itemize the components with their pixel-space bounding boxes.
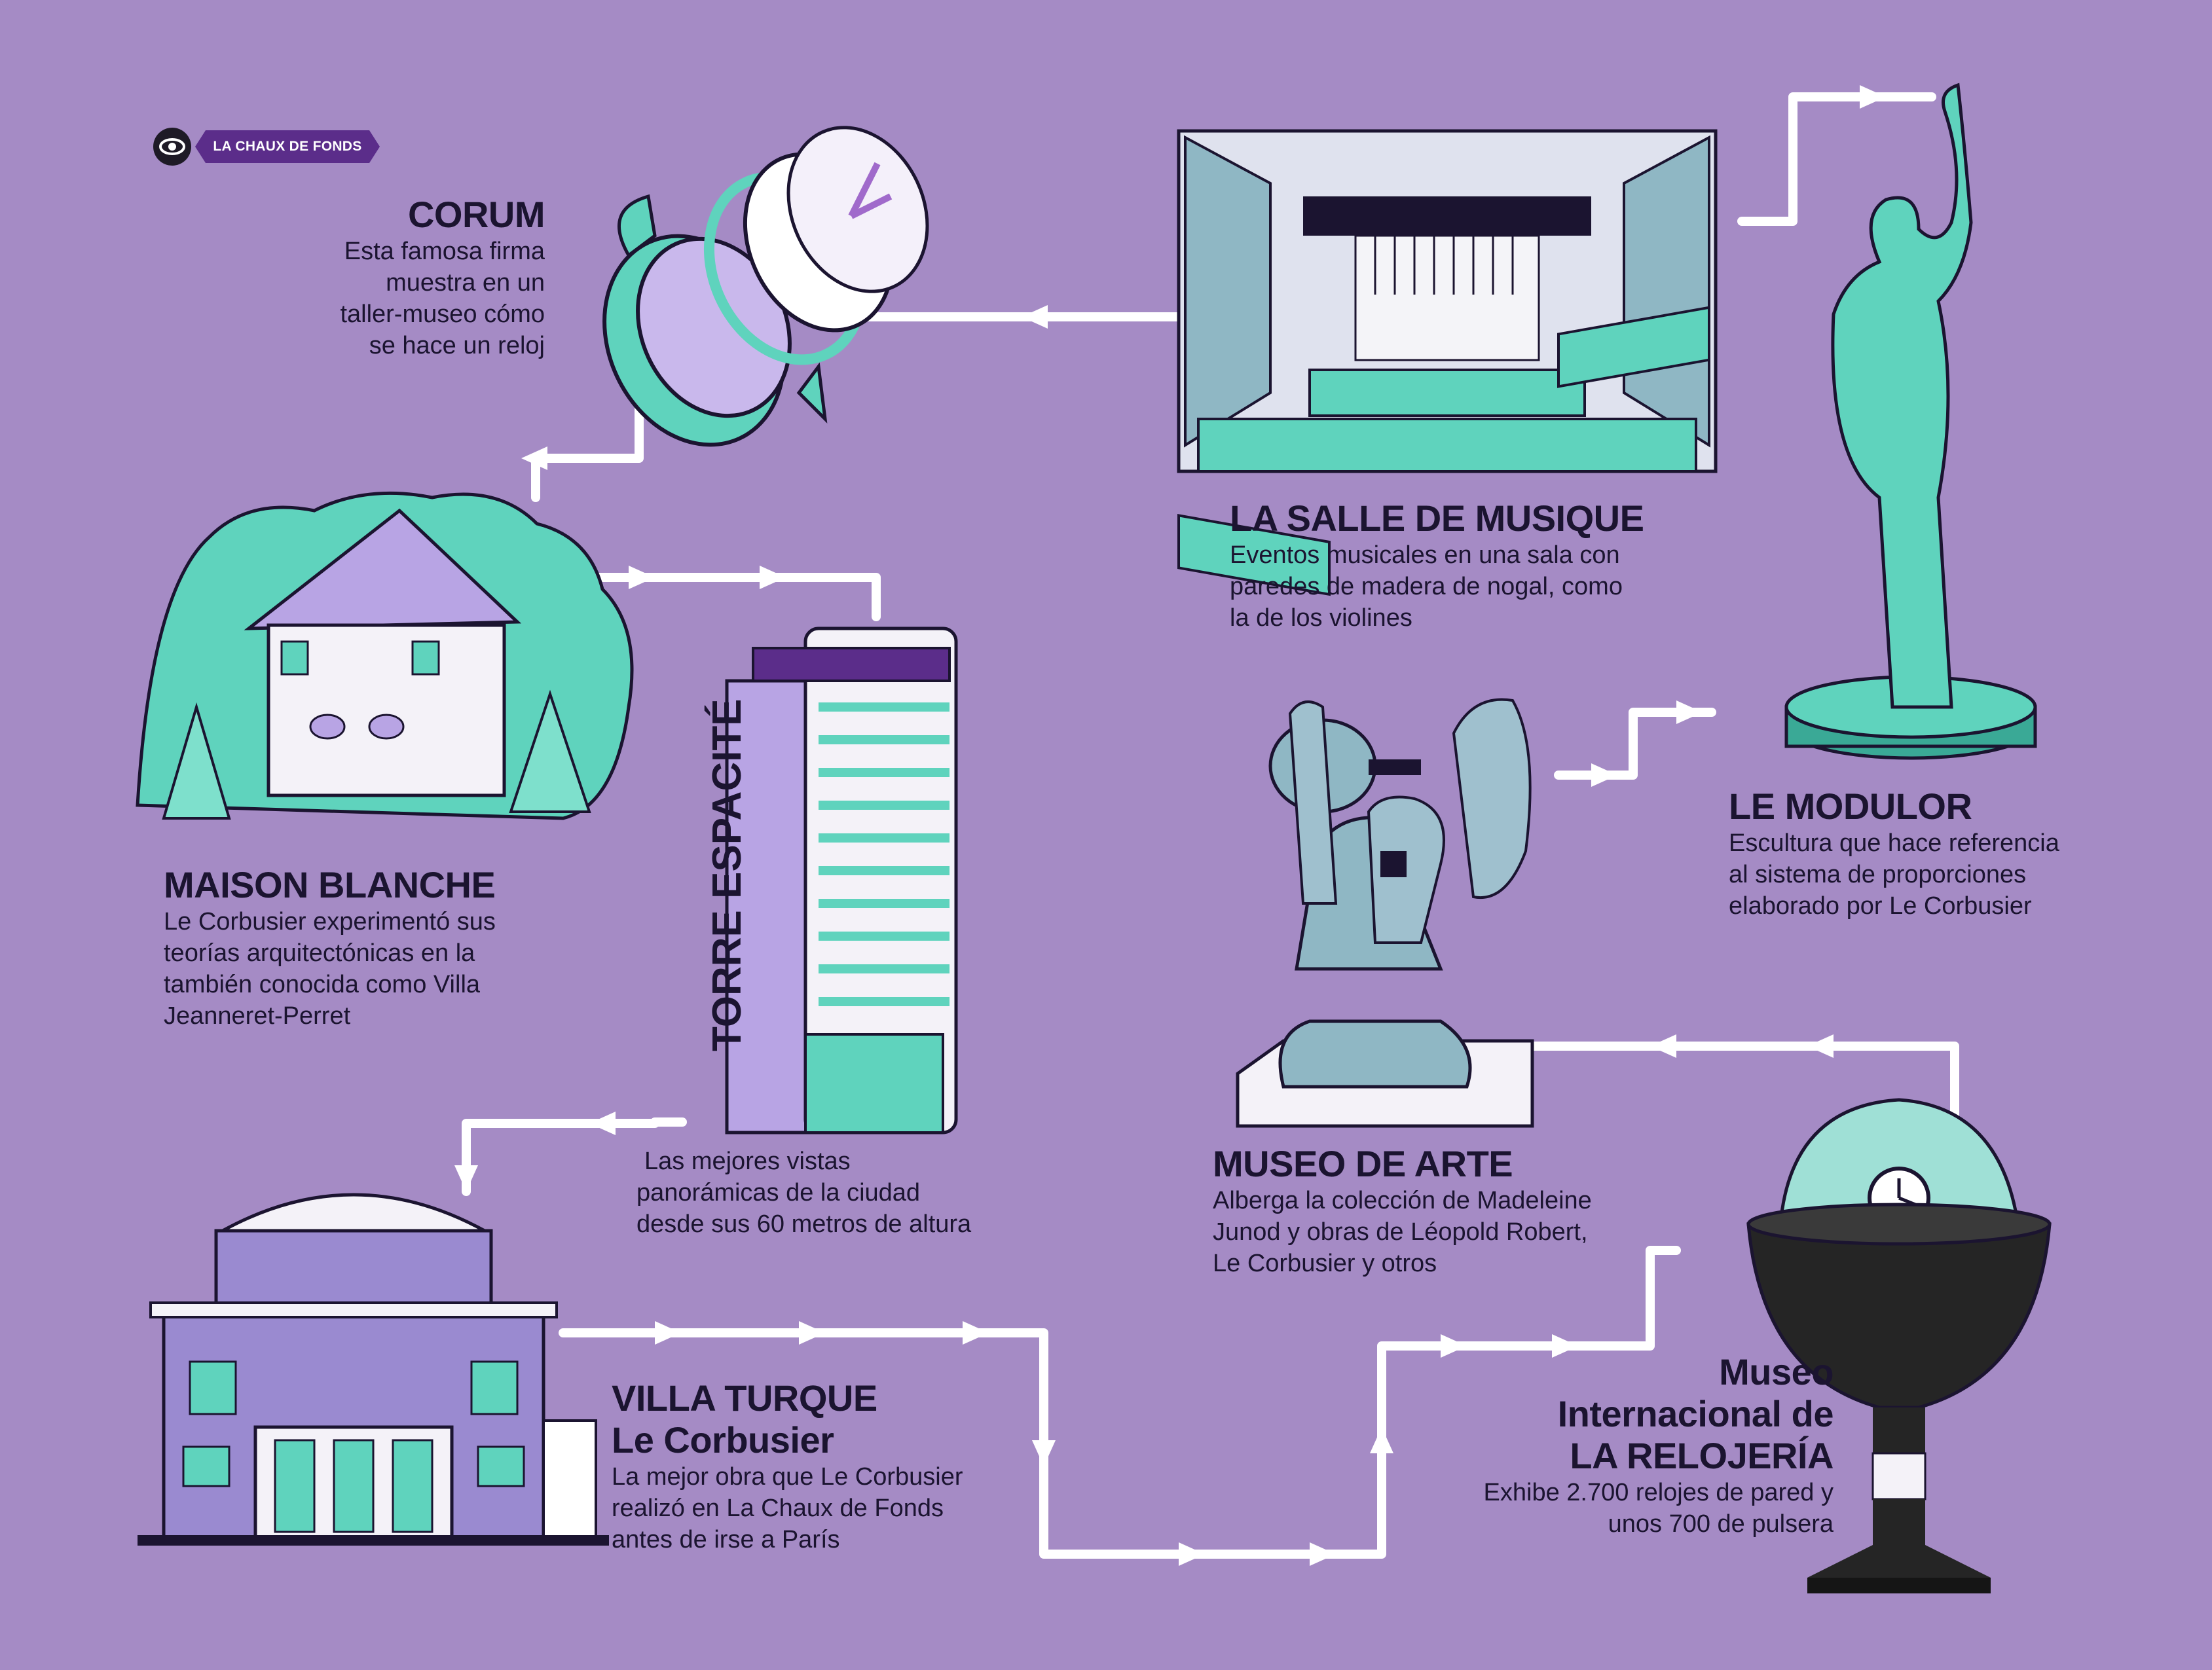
concert-hall-icon <box>1177 129 1718 596</box>
torre-desc-line: Las mejores vistas <box>644 1148 851 1175</box>
modulor-title: LE MODULOR <box>1729 786 1972 827</box>
house-in-trees-icon <box>136 491 634 820</box>
corum-block: CORUM Esta famosa firma muestra en un ta… <box>288 194 545 361</box>
torre-desc-line: panorámicas de la ciudad <box>636 1179 921 1207</box>
location-tag: LA CHAUX DE FONDS <box>195 130 380 163</box>
route-arrow <box>1650 1034 1676 1058</box>
route-arrow <box>1032 1440 1056 1466</box>
route-arrow <box>521 446 547 470</box>
modulor-desc-line: elaborado por Le Corbusier <box>1729 892 2032 920</box>
museo-arte-title: MUSEO DE ARTE <box>1213 1143 1513 1184</box>
torre-block: Las mejores vistas panorámicas de la ciu… <box>636 1146 971 1240</box>
sculpture-icon <box>1236 698 1534 1128</box>
maison-desc-line: también conocida como Villa <box>164 971 481 998</box>
route-arrow <box>1022 305 1048 329</box>
relojeria-desc-line: unos 700 de pulsera <box>1608 1510 1834 1538</box>
torre-title: TORRE ESPACITÉ <box>705 699 750 1051</box>
clock-dome-icon <box>1746 1098 2052 1593</box>
corum-title: CORUM <box>407 194 545 235</box>
maison-desc-line: Le Corbusier experimentó sus <box>164 908 496 935</box>
location-label: LA CHAUX DE FONDS <box>213 139 362 154</box>
modulor-statue-icon <box>1784 82 2037 760</box>
modulor-block: LE MODULOR Escultura que hace referencia… <box>1729 786 2059 922</box>
villa-block: VILLA TURQUE Le Corbusier La mejor obra … <box>612 1377 963 1555</box>
maison-title: MAISON BLANCHE <box>164 864 496 905</box>
route-arrow <box>1591 763 1617 787</box>
relojeria-desc-line: Exhibe 2.700 relojes de pared y <box>1483 1479 1834 1506</box>
route-arrow <box>1441 1334 1467 1358</box>
villa-title: VILLA TURQUE <box>612 1377 877 1419</box>
villa-desc-line: La mejor obra que Le Corbusier <box>612 1463 963 1491</box>
salle-desc-line: Eventos musicales en una sala con <box>1230 541 1620 569</box>
route-arrow <box>799 1321 825 1345</box>
maison-desc-line: Jeanneret-Perret <box>164 1002 351 1030</box>
route-arrow <box>1179 1542 1205 1566</box>
eye-icon <box>153 128 191 166</box>
relojeria-block: Museo Internacional de LA RELOJERÍA Exhi… <box>1428 1351 1834 1540</box>
salle-desc-line: la de los violines <box>1230 604 1412 632</box>
route-arrow <box>1310 1542 1336 1566</box>
corum-desc-line: muestra en un <box>386 269 545 297</box>
location-badge: LA CHAUX DE FONDS <box>153 128 380 166</box>
relojeria-title-line: Internacional de <box>1557 1393 1834 1434</box>
modulor-desc-line: Escultura que hace referencia <box>1729 829 2059 857</box>
museo-arte-desc-line: Le Corbusier y otros <box>1213 1250 1437 1277</box>
tower-icon <box>725 626 958 1135</box>
maison-desc-line: teorías arquitectónicas en la <box>164 939 475 967</box>
villa-desc-line: realizó en La Chaux de Fonds <box>612 1495 944 1522</box>
relojeria-title-line: Museo <box>1719 1351 1834 1392</box>
salle-block: LA SALLE DE MUSIQUE Eventos musicales en… <box>1230 498 1644 634</box>
modulor-desc-line: al sistema de proporciones <box>1729 861 2027 888</box>
relojeria-title-line: LA RELOJERÍA <box>1570 1435 1834 1476</box>
route-arrow <box>1552 1334 1578 1358</box>
salle-title: LA SALLE DE MUSIQUE <box>1230 498 1644 539</box>
villa-subtitle: Le Corbusier <box>612 1419 834 1461</box>
route-arrow <box>1370 1427 1393 1453</box>
route-arrow <box>589 1112 616 1135</box>
route-arrow <box>1860 85 1886 109</box>
torre-desc-line: desde sus 60 metros de altura <box>636 1210 972 1238</box>
maison-block: MAISON BLANCHE Le Corbusier experimentó … <box>164 864 496 1032</box>
route-arrow <box>760 566 786 589</box>
route-arrow <box>454 1165 478 1191</box>
corum-desc-line: taller-museo cómo <box>340 300 545 328</box>
watch-exploded-icon <box>602 126 929 447</box>
route-arrow <box>963 1321 989 1345</box>
museo-arte-desc-line: Alberga la colección de Madeleine <box>1213 1187 1592 1214</box>
salle-desc-line: paredes de madera de nogal, como <box>1230 573 1623 600</box>
route-arrow <box>1807 1034 1834 1058</box>
route-arrow <box>655 1321 681 1345</box>
route-arrow <box>1676 700 1703 724</box>
route-arrows <box>454 85 1886 1566</box>
route-arrow <box>629 566 655 589</box>
corum-desc-line: se hace un reloj <box>369 332 545 359</box>
villa-icon <box>138 1193 609 1546</box>
villa-desc-line: antes de irse a París <box>612 1526 840 1553</box>
museo-arte-block: MUSEO DE ARTE Alberga la colección de Ma… <box>1213 1143 1592 1279</box>
museo-arte-desc-line: Junod y obras de Léopold Robert, <box>1213 1218 1588 1246</box>
corum-desc-line: Esta famosa firma <box>344 238 545 265</box>
